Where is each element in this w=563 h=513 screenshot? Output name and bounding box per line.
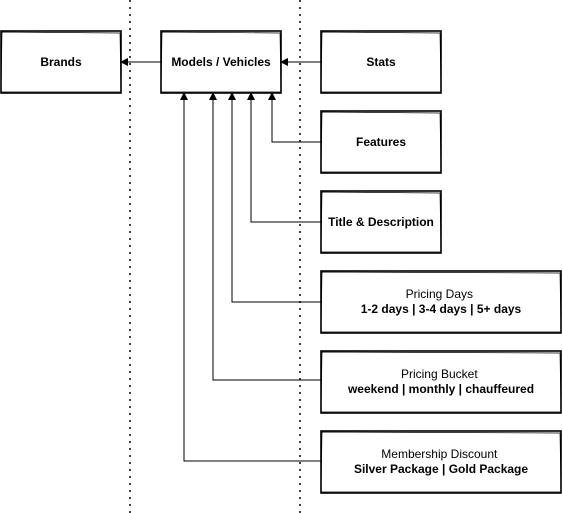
node-sketch-edge bbox=[320, 111, 442, 173]
node-box bbox=[160, 30, 282, 94]
node-box bbox=[320, 270, 562, 334]
edge-pricing-days-to-models bbox=[228, 92, 321, 303]
edge-membership-discount-to-models bbox=[180, 92, 321, 462]
node-box bbox=[320, 190, 442, 254]
node-text-line: Stats bbox=[366, 55, 396, 69]
node-label-models: Models / Vehicles bbox=[171, 55, 271, 69]
node-label-features: Features bbox=[356, 135, 406, 149]
edge-title-description-to-models bbox=[247, 92, 321, 223]
node-text-line: Features bbox=[356, 135, 406, 149]
node-text-line: Membership Discount bbox=[381, 447, 498, 461]
node-models: Models / Vehicles bbox=[160, 30, 282, 94]
node-stats: Stats bbox=[320, 30, 442, 94]
node-label-pricing-days: Pricing Days 1-2 days | 3-4 days | 5+ da… bbox=[361, 287, 522, 316]
node-label-pricing-bucket: Pricing Bucket weekend | monthly | chauf… bbox=[347, 367, 534, 396]
node-pricing-bucket: Pricing Bucket weekend | monthly | chauf… bbox=[320, 350, 562, 414]
node-text-line: Pricing Bucket bbox=[401, 367, 478, 381]
node-label-title-description: Title & Description bbox=[328, 215, 434, 229]
node-box bbox=[320, 30, 442, 94]
node-box bbox=[320, 110, 442, 174]
node-sketch-edge bbox=[160, 31, 282, 93]
node-text-line: Models / Vehicles bbox=[171, 55, 271, 69]
connectors bbox=[120, 58, 321, 462]
node-sketch-edge bbox=[320, 431, 562, 493]
node-box bbox=[0, 30, 122, 94]
node-sketch-edge bbox=[320, 191, 442, 253]
node-label-membership-discount: Membership Discount Silver Package | Gol… bbox=[354, 447, 528, 476]
node-text-line: Brands bbox=[40, 55, 82, 69]
node-box bbox=[320, 430, 562, 494]
node-text-line: Pricing Days bbox=[406, 287, 473, 301]
node-sketch-edge bbox=[320, 271, 562, 333]
node-membership-discount: Membership Discount Silver Package | Gol… bbox=[320, 430, 562, 494]
node-text-line: 1-2 days | 3-4 days | 5+ days bbox=[361, 302, 522, 316]
edge-features-to-models bbox=[268, 92, 321, 143]
node-label-stats: Stats bbox=[366, 55, 396, 69]
node-label-brands: Brands bbox=[40, 55, 82, 69]
node-features: Features bbox=[320, 110, 442, 174]
node-box bbox=[320, 350, 562, 414]
node-brands: Brands bbox=[0, 30, 122, 94]
node-sketch-edge bbox=[0, 31, 122, 93]
node-text-line: weekend | monthly | chauffeured bbox=[347, 382, 534, 396]
node-sketch-edge bbox=[320, 31, 442, 93]
node-sketch-edge bbox=[320, 351, 562, 413]
node-text-line: Silver Package | Gold Package bbox=[354, 462, 528, 476]
edge-pricing-bucket-to-models bbox=[209, 92, 321, 381]
node-title-description: Title & Description bbox=[320, 190, 442, 254]
node-pricing-days: Pricing Days 1-2 days | 3-4 days | 5+ da… bbox=[320, 270, 562, 334]
node-text-line: Title & Description bbox=[328, 215, 434, 229]
